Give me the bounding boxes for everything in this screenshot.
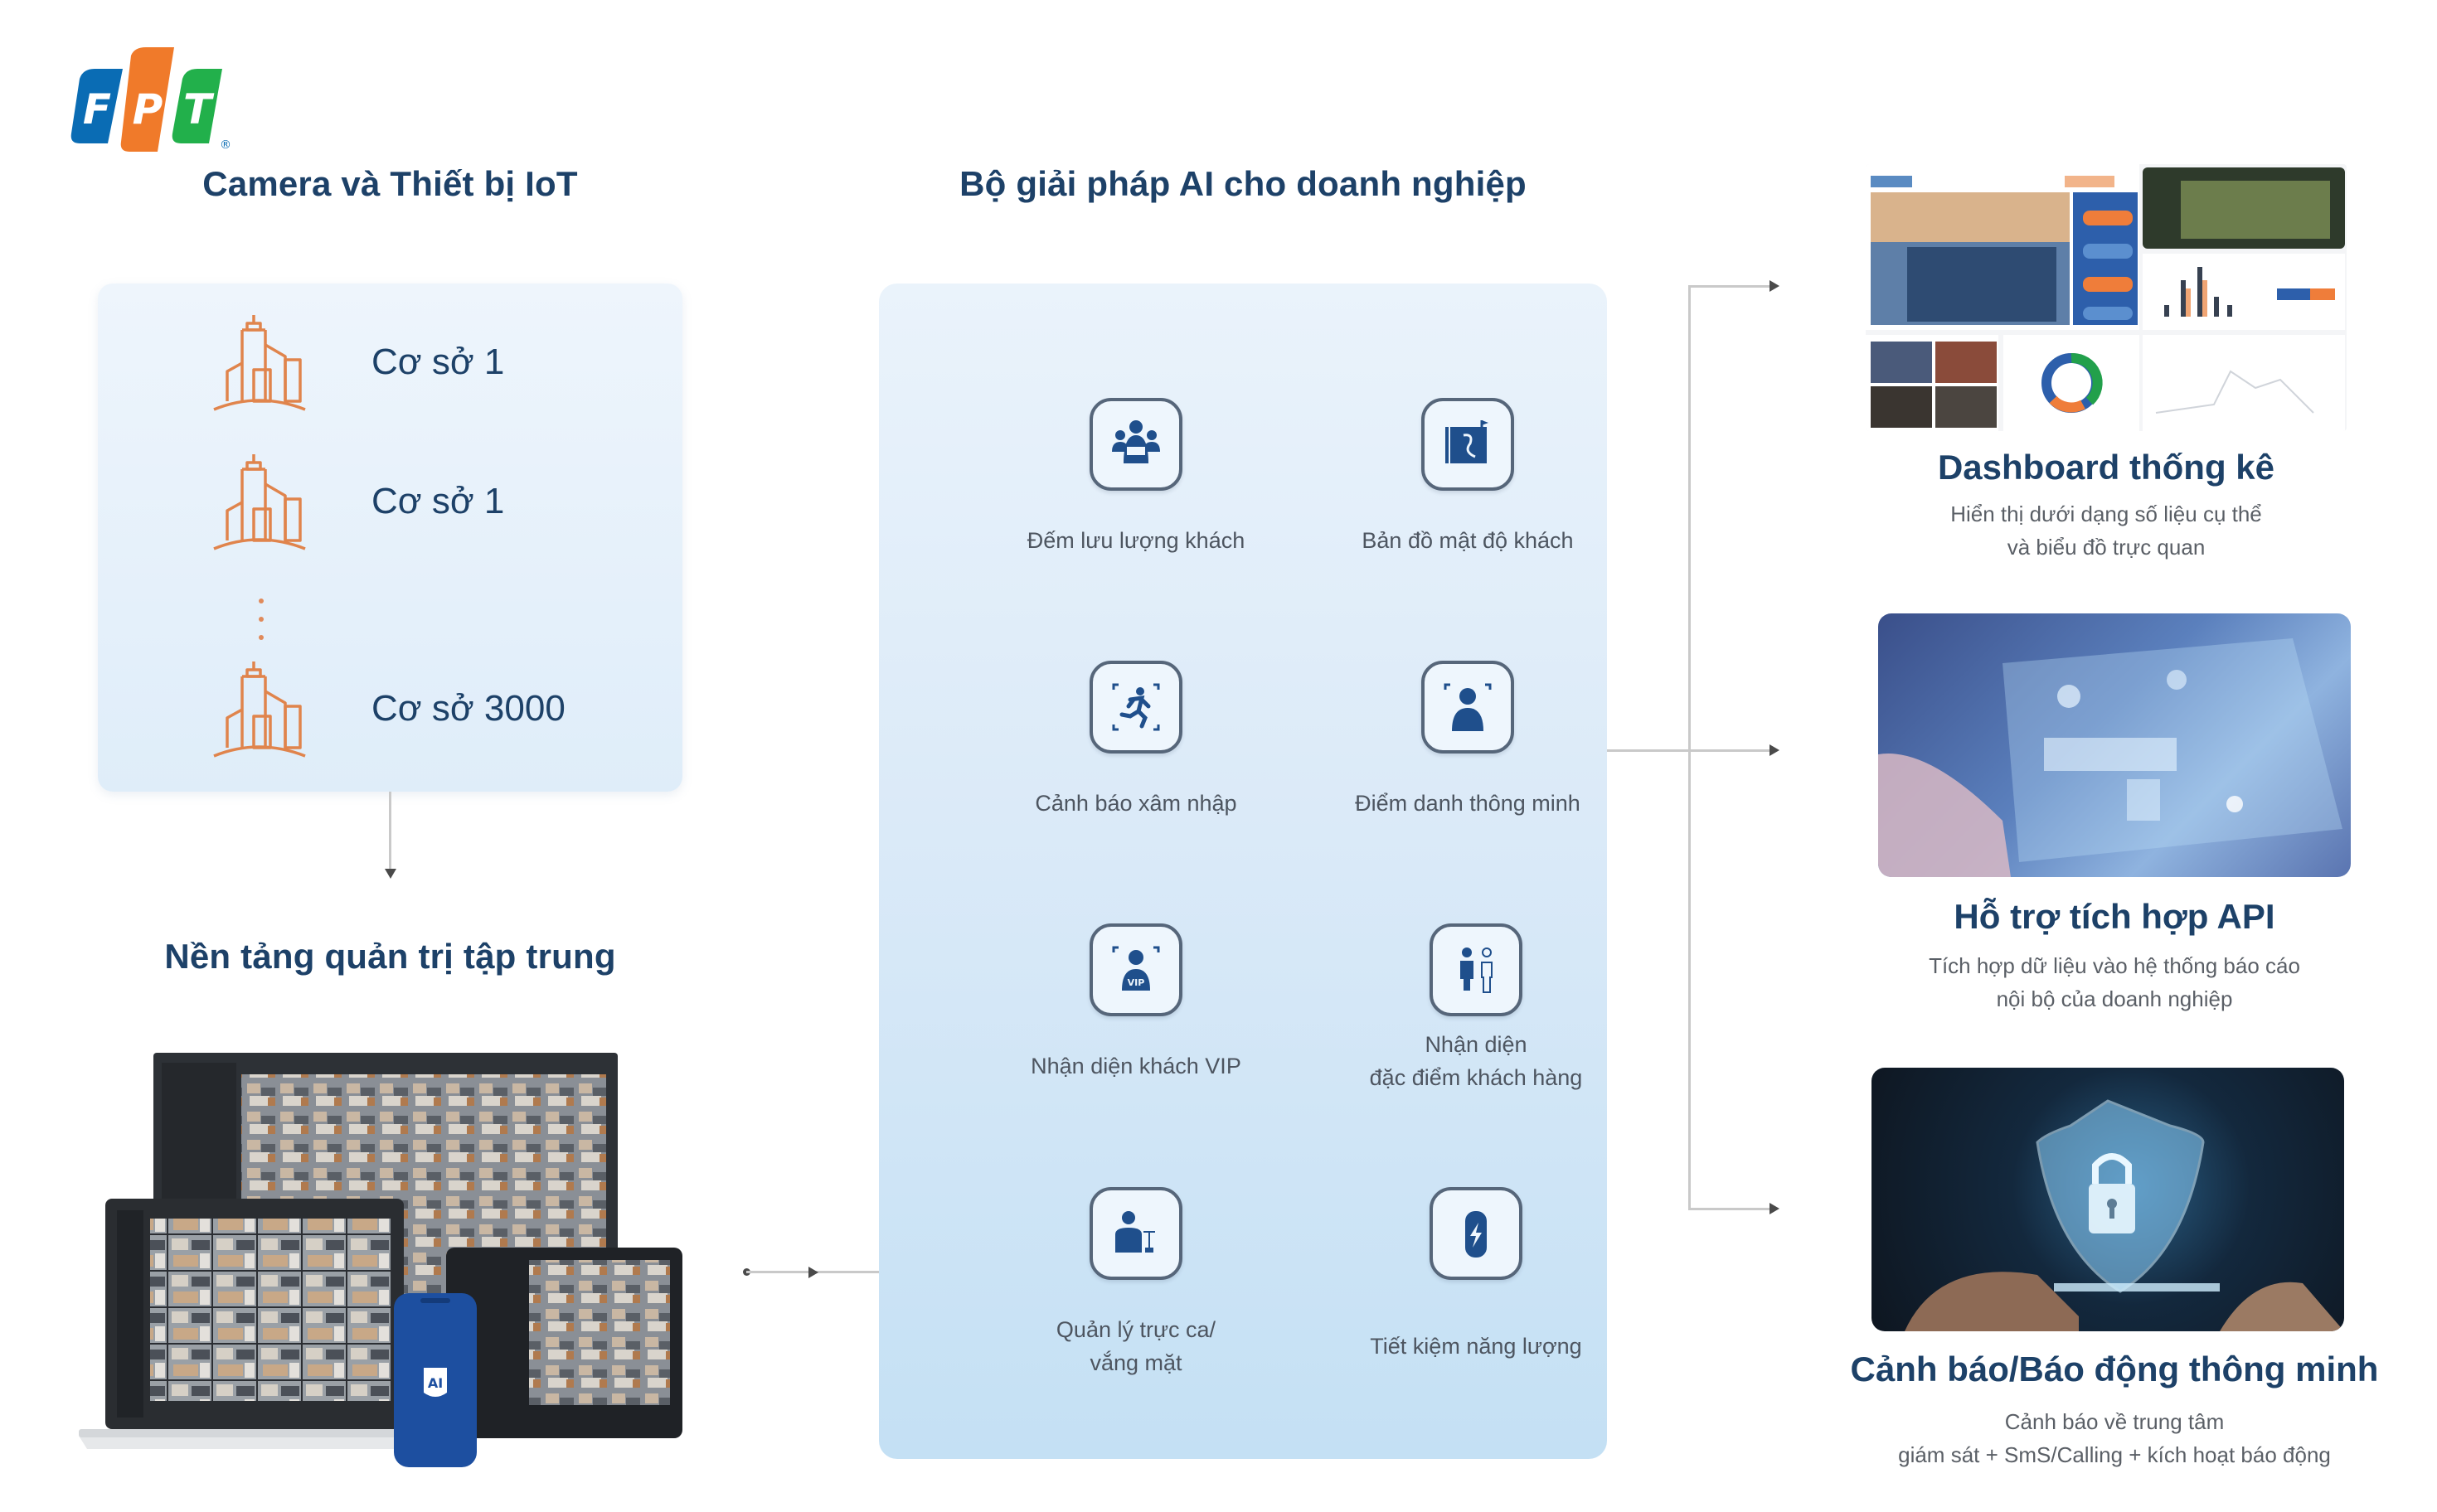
feature-customer-attributes: Nhận diện đặc điểm khách hàng [1327,923,1625,1094]
feature-label: Điểm danh thông minh [1355,791,1580,816]
multi-device-monitoring-image: AI [79,1053,692,1476]
building-icon [213,315,306,411]
api-integration-image [1878,613,2351,877]
arrow-right-icon [1769,280,1779,292]
security-shield-image [1871,1068,2344,1331]
output-desc-line: Tích hợp dữ liệu vào hệ thống báo cáo [1929,953,2300,978]
vip-person-icon: VIP [1112,946,1160,991]
feature-label: Bản đồ mật độ khách [1362,528,1574,553]
site-item: Cơ sở 1 [206,448,504,555]
feature-density-map: Bản đồ mật độ khách [1318,398,1617,557]
connector-line [1688,285,1773,288]
feature-people-count: Đếm lưu lượng khách [987,398,1285,557]
building-icon [213,662,306,758]
svg-text:VIP: VIP [1128,977,1145,988]
registered-mark: ® [220,138,231,152]
intrusion-runner-icon [1112,683,1160,731]
face-attendance-icon [1444,683,1492,731]
feature-label: Quản lý trực ca/ vắng mặt [1056,1317,1216,1375]
site-label: Cơ sở 1 [371,481,505,521]
feature-label: Đếm lưu lượng khách [1027,528,1245,553]
feature-intrusion-alert: Cảnh báo xâm nhập [987,661,1285,820]
site-item: Cơ sở 3000 [206,655,566,763]
feature-label: Cảnh báo xâm nhập [1035,791,1237,816]
people-count-icon [1112,420,1160,463]
logo-letter-f: F [83,85,111,133]
output-title: Dashboard thống kê [1937,448,2275,487]
connector-trunk-line [1688,285,1691,1210]
dashboard-screenshot-image [1866,164,2347,431]
customer-attributes-icon [1460,947,1493,993]
energy-saving-icon [1465,1211,1487,1258]
platform-title: Nền tảng quản trị tập trung [164,937,616,976]
output-desc-line: Hiển thị dưới dạng số liệu cụ thể [1950,502,2262,526]
feature-vip-recognition: VIP Nhận diện khách VIP [987,923,1285,1083]
site-label: Cơ sở 3000 [371,688,566,729]
output-title: Cảnh báo/Báo động thông minh [1850,1350,2379,1388]
middle-column-title: Bộ giải pháp AI cho doanh nghiệp [959,164,1527,203]
logo-letter-t: T [183,85,215,133]
sites-panel: Cơ sở 1 Cơ sở 1 [98,284,682,792]
feature-label: Tiết kiệm năng lượng [1370,1334,1582,1359]
ai-solutions-panel: Đếm lưu lượng khách Bản đồ mật độ khách [879,284,1607,1459]
arrow-right-icon [808,1267,818,1278]
logo-letter-p: P [133,85,163,133]
feature-energy-saving: Tiết kiệm năng lượng [1327,1187,1625,1363]
output-desc-line: Cảnh báo về trung tâm [2004,1409,2225,1434]
site-item: Cơ sở 1 [206,308,504,416]
output-desc-line: nội bộ của doanh nghiệp [1996,986,2233,1011]
density-map-icon [1445,420,1488,463]
feature-label: Nhận diện khách VIP [1031,1054,1241,1078]
ellipsis-dots [259,598,265,653]
feature-shift-management: Quản lý trực ca/ vắng mặt [987,1187,1285,1379]
arrow-right-icon [1769,744,1779,756]
connector-line [1688,1208,1773,1210]
building-icon [213,454,306,550]
feature-smart-attendance: Điểm danh thông minh [1318,661,1617,820]
arrow-right-icon [1769,1203,1779,1214]
site-label: Cơ sở 1 [371,342,505,382]
left-column-title: Camera và Thiết bị IoT [202,164,578,203]
output-desc-line: và biểu đồ trực quan [2007,535,2206,560]
shift-management-icon [1115,1211,1155,1253]
output-desc-line: giám sát + SmS/Calling + kích hoạt báo đ… [1898,1442,2331,1467]
feature-label: Nhận diện đặc điểm khách hàng [1369,1032,1583,1090]
output-title: Hỗ trợ tích hợp API [1954,897,2275,936]
phone-ai-badge: AI [428,1375,443,1391]
arrow-down-icon [385,869,396,879]
connector-line [389,792,391,870]
fpt-logo: F P T ® [65,46,231,153]
